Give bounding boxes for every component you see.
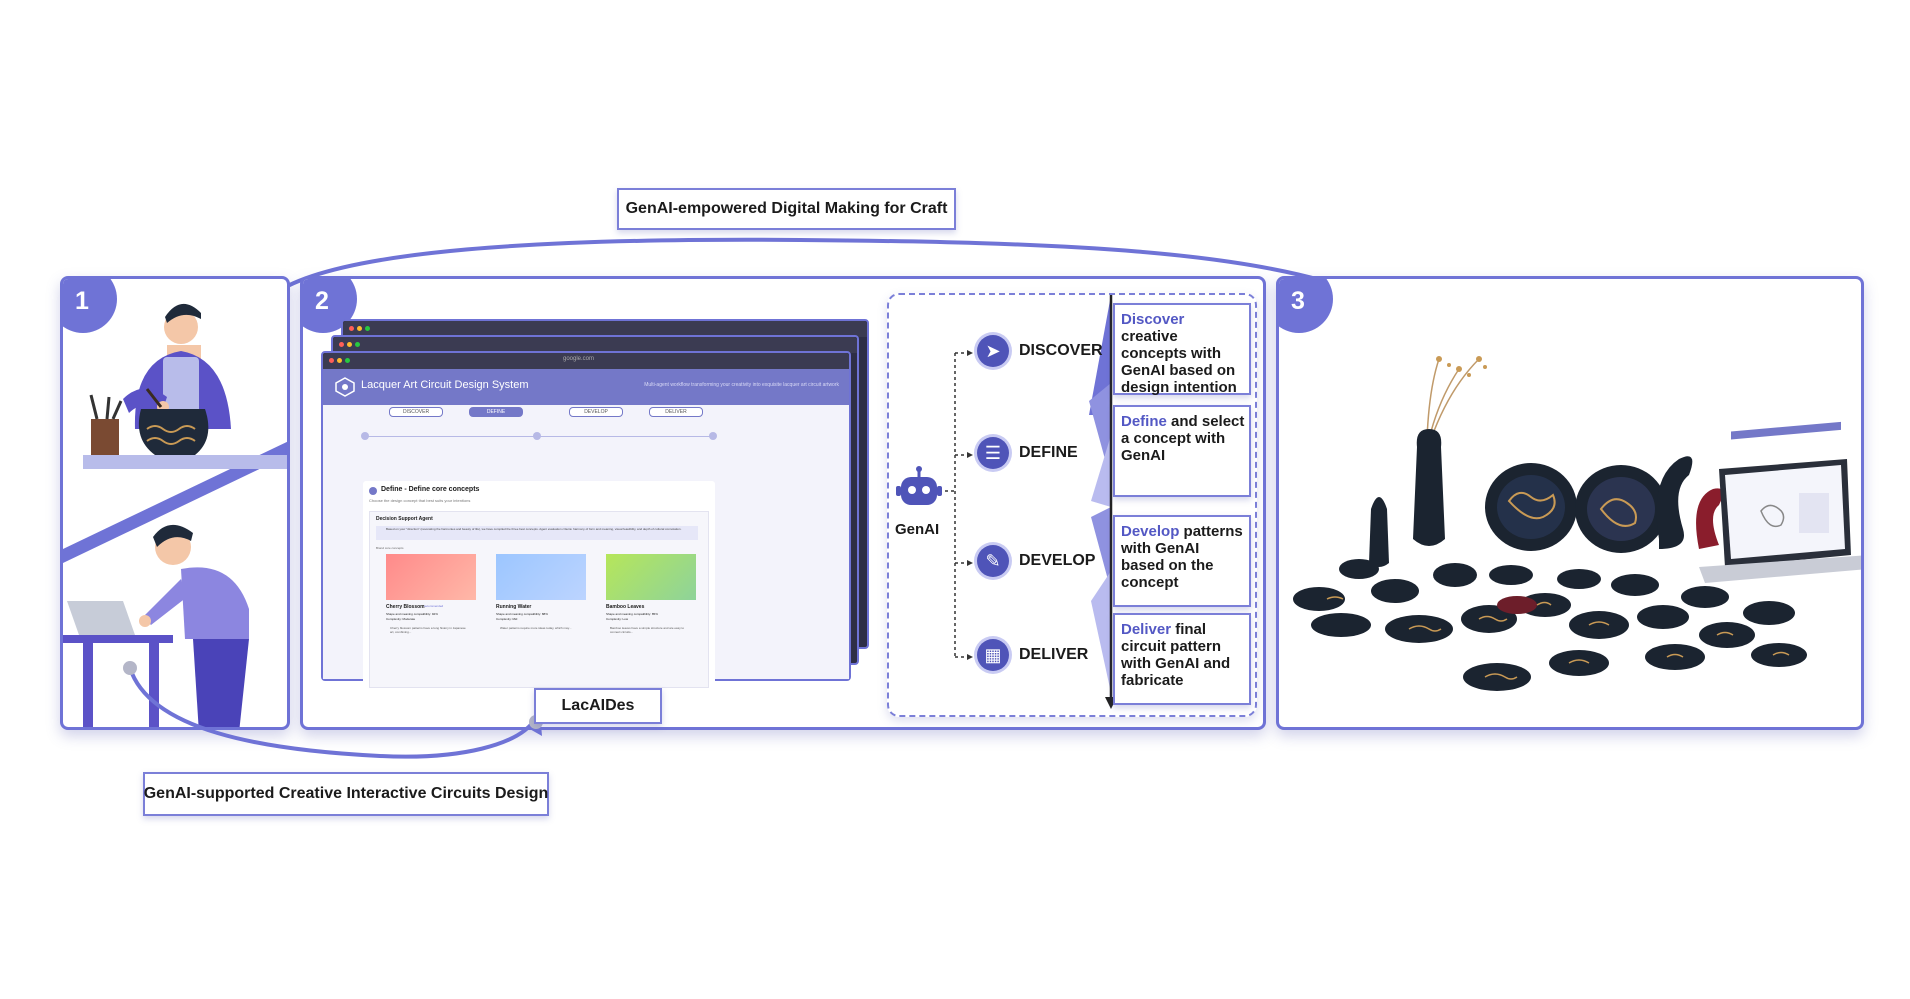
concept-card-running-water[interactable]: Running Water Shape and meaning compatib… xyxy=(494,554,590,679)
panel-lacquer-artifacts: 3 xyxy=(1276,276,1864,730)
concept-card-bamboo-leaves[interactable]: Bamboo Leaves Shape and meaning compatib… xyxy=(604,554,700,679)
concept-name: Cherry Blossom xyxy=(386,604,425,610)
concept-note: Water patterns require more ideas today,… xyxy=(500,626,572,630)
phase-define-label: DEFINE xyxy=(1019,444,1078,461)
concept-name: Running Water xyxy=(496,604,532,610)
phase-develop: ✎ DEVELOP xyxy=(977,545,1095,577)
app-subtitle: Multi-agent workflow transforming your c… xyxy=(644,382,839,388)
section-subtitle: Choose the design concept that best suit… xyxy=(369,498,471,503)
concept-name: Bamboo Leaves xyxy=(606,604,645,610)
description-define: Define and select a concept with GenAI xyxy=(1113,405,1251,497)
panel-craftsperson: 1 xyxy=(60,276,290,730)
address-bar[interactable]: google.com xyxy=(563,356,595,362)
define-card: Define - Define core concepts Choose the… xyxy=(363,481,715,691)
step-deliver[interactable]: DELIVER xyxy=(649,407,703,417)
concept-complexity: Complexity: Mid xyxy=(496,617,518,621)
concept-complexity: Complexity: Low xyxy=(606,617,629,621)
genai-label: GenAI xyxy=(895,521,940,538)
lacquer-artifacts-photo xyxy=(1293,356,1861,691)
step-node xyxy=(361,432,369,440)
system-label-lacaides: LacAIDes xyxy=(534,688,662,724)
step-node xyxy=(709,432,717,440)
concept-note: Cherry blossom patterns have a long hist… xyxy=(390,626,466,634)
agent-message-text: Based on your "direction" (resonating th… xyxy=(386,527,682,531)
step-define[interactable]: DEFINE xyxy=(469,407,523,417)
define-icon xyxy=(369,487,377,495)
phase-deliver: ▦ DELIVER xyxy=(977,639,1088,671)
phase-discover-label: DISCOVER xyxy=(1019,342,1103,359)
concepts-label: Brand core concepts xyxy=(376,546,404,550)
concept-tag: recommended xyxy=(424,604,444,608)
step-discover[interactable]: DISCOVER xyxy=(389,407,443,417)
step-node xyxy=(533,432,541,440)
step-develop[interactable]: DEVELOP xyxy=(569,407,623,417)
description-discover: Discover creative concepts with GenAI ba… xyxy=(1113,303,1251,396)
app-title: Lacquer Art Circuit Design System xyxy=(361,379,529,391)
concept-fit: Shape and meaning compatibility: 85% xyxy=(606,612,658,616)
concept-note: Bamboo leaves have a simple structure an… xyxy=(610,626,685,634)
concept-swatch xyxy=(496,554,586,600)
concept-swatch xyxy=(606,554,696,600)
top-label: GenAI-empowered Digital Making for Craft xyxy=(617,188,956,230)
app-header: Lacquer Art Circuit Design System Multi-… xyxy=(323,369,849,405)
description-deliver: Deliver final circuit pattern with GenAI… xyxy=(1113,613,1251,705)
logo-icon xyxy=(335,377,355,397)
panel-lacaides-system: 2 google.com Lacquer A xyxy=(300,276,1266,730)
bottom-label: GenAI-supported Creative Interactive Cir… xyxy=(143,772,549,816)
description-develop: Develop patterns with GenAI based on the… xyxy=(1113,515,1251,607)
agent-message xyxy=(376,526,698,540)
document-icon: ☰ xyxy=(977,437,1009,469)
phase-discover: ➤ DISCOVER xyxy=(977,335,1103,367)
compass-icon: ➤ xyxy=(977,335,1009,367)
concept-fit: Shape and meaning compatibility: 92% xyxy=(386,612,438,616)
pen-icon: ✎ xyxy=(977,545,1009,577)
concept-card-cherry-blossom[interactable]: Cherry Blossom recommended Shape and mea… xyxy=(384,554,480,679)
workflow-box: GenAI ➤ DISCOVER xyxy=(887,293,1257,717)
concept-fit: Shape and meaning compatibility: 88% xyxy=(496,612,548,616)
phase-define: ☰ DEFINE xyxy=(977,437,1078,469)
phase-develop-label: DEVELOP xyxy=(1019,552,1096,569)
phase-deliver-label: DELIVER xyxy=(1019,646,1089,663)
agent-panel: Decision Support Agent Based on your "di… xyxy=(369,511,709,688)
concept-swatch xyxy=(386,554,476,600)
concept-complexity: Complexity: Moderate xyxy=(386,617,416,621)
section-title: Define - Define core concepts xyxy=(381,486,480,493)
robot-icon xyxy=(896,466,942,505)
circuit-icon: ▦ xyxy=(977,639,1009,671)
browser-window-front: google.com Lacquer Art Circuit Design Sy… xyxy=(321,351,851,691)
workflow-connectors xyxy=(945,295,1117,709)
illustration-artisan-painting xyxy=(63,303,287,727)
agent-title: Decision Support Agent xyxy=(376,516,433,522)
